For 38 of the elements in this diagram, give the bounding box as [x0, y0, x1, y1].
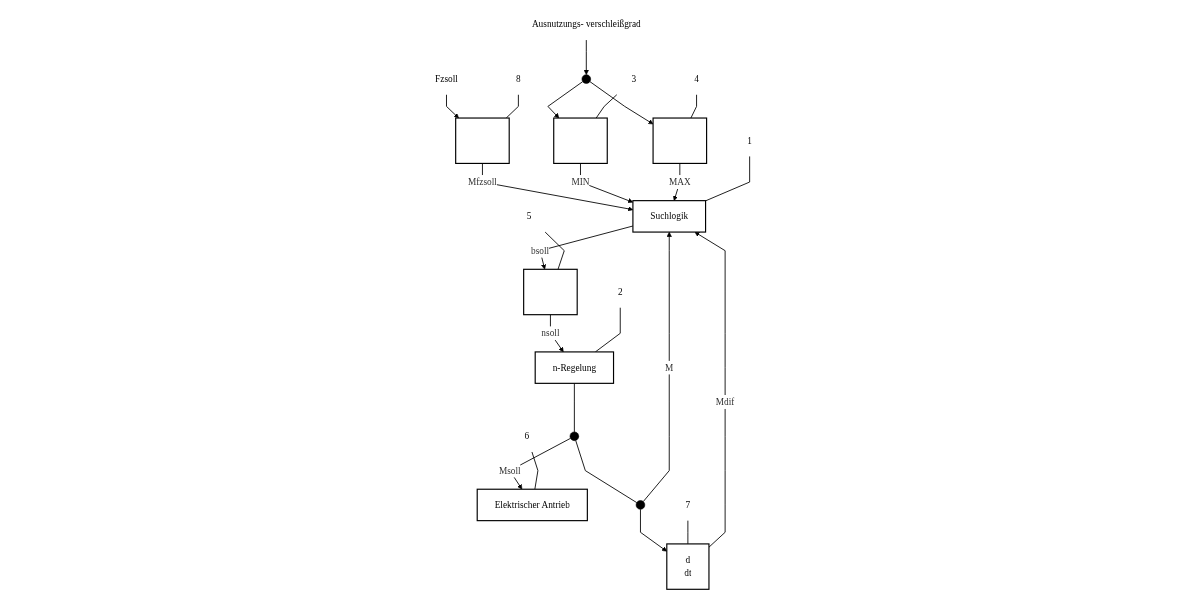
- edge-label: Mfzsoll: [467, 176, 497, 187]
- connector: [687, 520, 689, 545]
- node-box: n-Regelung: [534, 351, 615, 384]
- connector: [705, 156, 751, 202]
- edge-label: Msoll: [498, 465, 521, 476]
- node-text: 4: [694, 73, 699, 84]
- node-text: 2: [617, 286, 623, 297]
- node-text: 1: [747, 135, 752, 146]
- node-text: Ausnutzungs- verschleißgrad: [531, 19, 641, 30]
- node-box: [553, 117, 608, 164]
- node-box: [652, 117, 708, 164]
- edge-label: MAX: [668, 176, 691, 187]
- connector: [505, 94, 519, 119]
- connector: [573, 382, 575, 433]
- node-box: d dt: [666, 543, 710, 590]
- node-box: Suchlogik: [632, 200, 707, 233]
- node-box: [455, 117, 510, 164]
- connector: [575, 440, 638, 504]
- connector: [594, 307, 621, 353]
- edge-label: M: [665, 362, 674, 373]
- node-circle: [635, 500, 646, 510]
- node-text: 6: [524, 431, 530, 441]
- edge-label: MIN: [571, 176, 590, 187]
- node-box: Elektrischer Antrieb: [476, 488, 588, 522]
- connector: [595, 94, 618, 119]
- edge-label: bsoll: [530, 245, 550, 256]
- node-box: [523, 268, 578, 316]
- node-circle: [581, 74, 591, 84]
- edge-label: nsoll: [541, 328, 560, 338]
- node-circle: [569, 431, 579, 441]
- connector: [531, 451, 539, 490]
- edge-label: Mdif: [715, 396, 735, 407]
- node-text: 5: [526, 211, 532, 222]
- node-text: Fzsoll: [435, 73, 458, 84]
- node-text: 7: [685, 499, 691, 510]
- node-text: 8: [516, 73, 521, 84]
- connector: [690, 94, 697, 119]
- node-text: 3: [631, 73, 637, 84]
